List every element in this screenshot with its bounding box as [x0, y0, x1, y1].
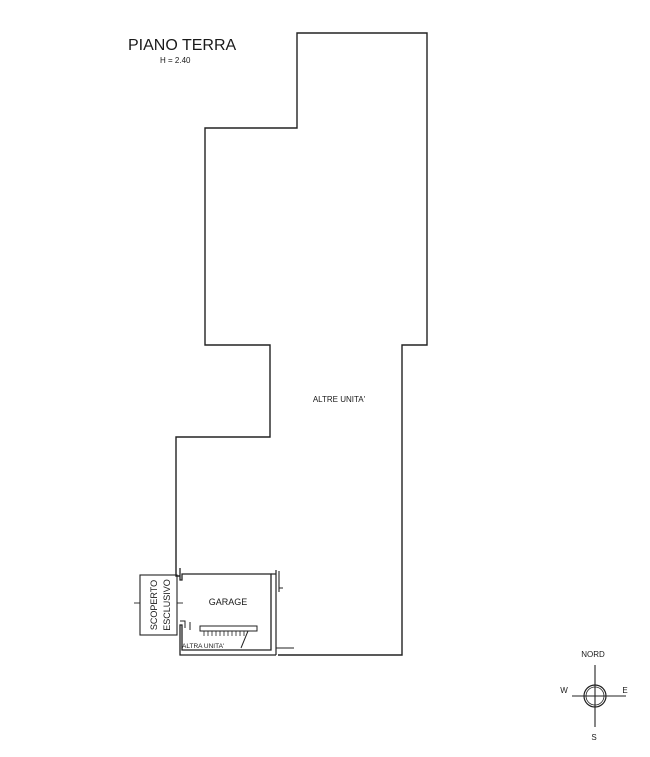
compass-rose-icon: [572, 665, 626, 727]
exclusive-open-space-label-2: ESCLUSIVO: [162, 579, 172, 631]
compass-south-label: S: [591, 733, 596, 742]
exclusive-open-space: [134, 574, 183, 636]
ceiling-height-note: H = 2.40: [160, 56, 191, 65]
compass-east-label: E: [622, 686, 627, 695]
floor-title: PIANO TERRA: [128, 37, 237, 54]
compass-west-label: W: [560, 686, 568, 695]
exclusive-open-space-label-1: SCOPERTO: [149, 580, 159, 630]
garage-label: GARAGE: [209, 597, 248, 607]
other-units-label: ALTRE UNITA': [313, 395, 366, 404]
garage-room: [179, 568, 294, 656]
compass-north-label: NORD: [581, 650, 605, 659]
stair-symbol: [199, 625, 258, 649]
other-unit-label: ALTRA UNITA': [182, 643, 224, 650]
other-units-outline: [175, 32, 428, 656]
